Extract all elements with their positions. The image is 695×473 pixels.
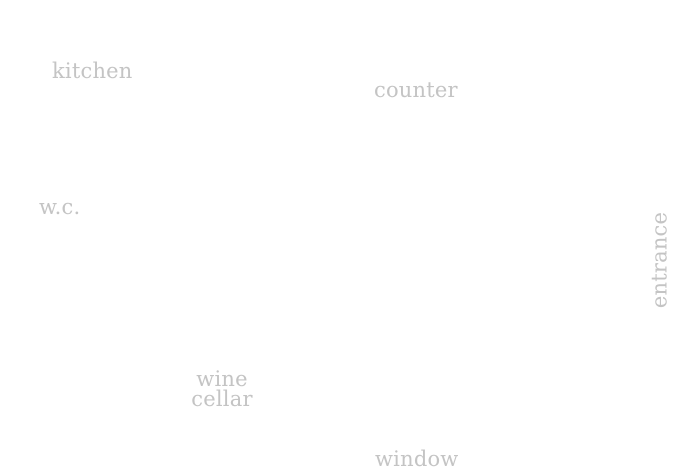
counter-label: counter [374, 78, 458, 102]
entrance-label: entrance [647, 211, 672, 309]
wine-cellar-label: wine cellar [191, 367, 253, 411]
wine-cellar-label-line-2: cellar [191, 387, 253, 411]
wc-label: w.c. [39, 195, 81, 219]
window-label: window [375, 447, 459, 471]
wine-cellar-label-line-1: wine [196, 367, 248, 391]
kitchen-label: kitchen [52, 59, 133, 83]
